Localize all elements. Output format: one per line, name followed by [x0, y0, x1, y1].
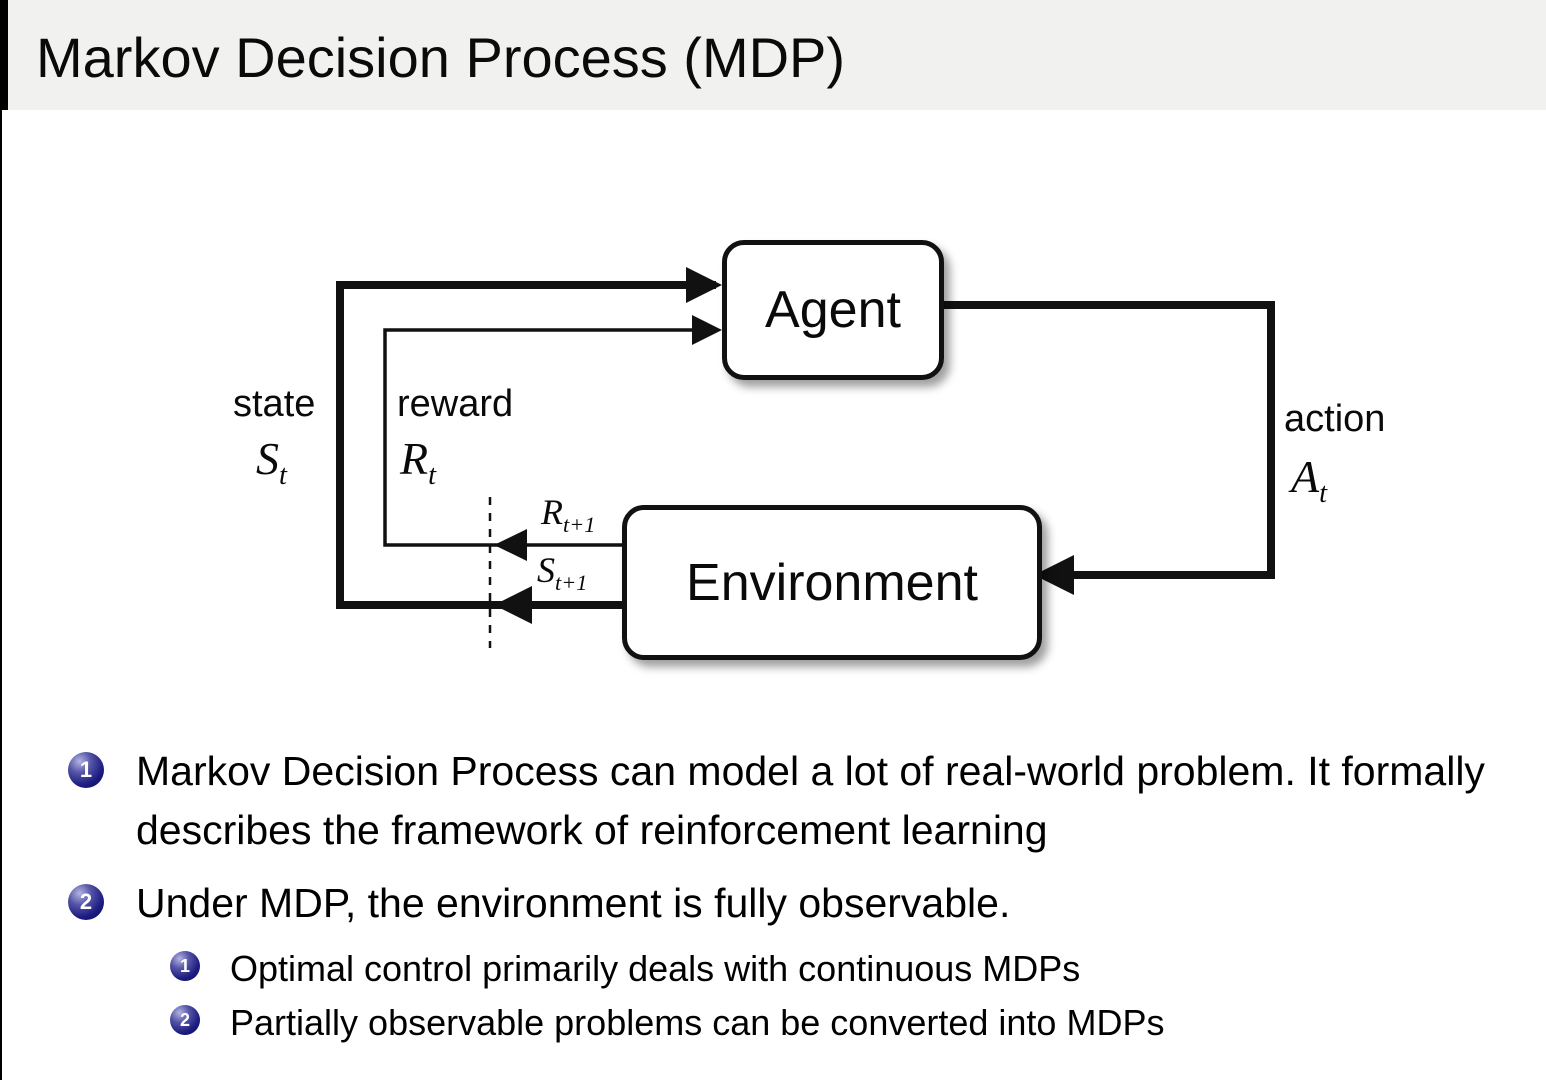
left-edge-line — [0, 110, 2, 1080]
next-state-arrowhead — [494, 586, 532, 624]
next-reward-arrowhead — [494, 529, 527, 561]
title-band — [0, 0, 1546, 110]
bullet-1-ball: 1 — [68, 752, 104, 788]
reward-symbol: Rt — [400, 433, 437, 492]
environment-label: Environment — [686, 553, 978, 612]
bullet-1-text: Markov Decision Process can model a lot … — [136, 748, 1485, 854]
reward-word-label: reward — [397, 383, 514, 425]
bullet-item-2: 2 Under MDP, the environment is fully ob… — [0, 874, 1546, 933]
sub-bullet-item-2: 2 Partially observable problems can be c… — [0, 996, 1546, 1050]
bullet-2-ball: 2 — [68, 884, 104, 921]
sub-bullet-list: 1 Optimal control primarily deals with c… — [0, 942, 1546, 1050]
sub-bullet-2-ball: 2 — [170, 1005, 200, 1036]
next-reward-symbol: Rt+1 — [541, 492, 596, 538]
sub-bullet-1-ball: 1 — [170, 951, 200, 982]
agent-box: Agent — [722, 240, 944, 380]
state-into-agent-arrowhead — [686, 267, 722, 303]
environment-box: Environment — [622, 505, 1042, 660]
bullet-item-1: 1 Markov Decision Process can model a lo… — [0, 742, 1546, 860]
action-symbol: At — [1291, 451, 1328, 510]
left-edge-bar — [0, 0, 8, 110]
next-state-symbol: St+1 — [537, 550, 588, 596]
state-symbol: St — [256, 433, 287, 492]
sub-bullet-2-text: Partially observable problems can be con… — [230, 1002, 1165, 1044]
state-word-label: state — [233, 383, 316, 425]
reward-into-agent-arrowhead — [692, 315, 722, 345]
sub-bullet-item-1: 1 Optimal control primarily deals with c… — [0, 942, 1546, 996]
agent-label: Agent — [765, 281, 901, 339]
bullet-list: 1 Markov Decision Process can model a lo… — [0, 742, 1546, 1050]
sub-bullet-1-text: Optimal control primarily deals with con… — [230, 948, 1081, 990]
page-title: Markov Decision Process (MDP) — [36, 26, 846, 89]
action-word-label: action — [1284, 398, 1386, 440]
bullet-2-text: Under MDP, the environment is fully obse… — [136, 880, 1011, 927]
